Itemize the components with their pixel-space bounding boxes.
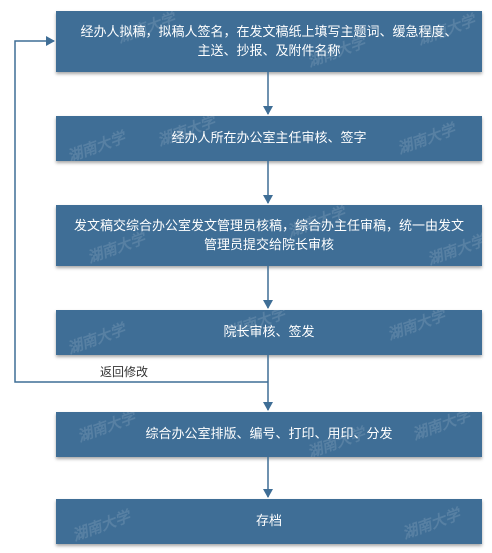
step-box-manuscript-check: 湖南大学 湖南大学 湖南大学 发文稿交综合办公室发文管理员核稿，综合办主任审稿，… <box>56 205 482 266</box>
step-box-office-director-review: 湖南大学 湖南大学 湖南大学 经办人所在办公室主任审核、签字 <box>56 116 482 161</box>
step-label: 存档 <box>255 514 282 529</box>
step-label: 经办人拟稿，拟稿人签名，在发文稿纸上填写主题词、缓急程度、主送、抄报、及附件名称 <box>80 24 458 59</box>
step-box-draft: 湖南大学 湖南大学 湖南大学 经办人拟稿，拟稿人签名，在发文稿纸上填写主题词、缓… <box>56 11 482 72</box>
step-box-archive: 湖南大学 湖南大学 存档 <box>56 499 482 544</box>
step-label: 发文稿交综合办公室发文管理员核稿，综合办主任审稿，统一由发文管理员提交给院长审核 <box>74 218 465 253</box>
return-loop-label: 返回修改 <box>100 365 149 379</box>
step-label: 院长审核、签发 <box>223 325 315 340</box>
step-box-typeset-distribute: 湖南大学 湖南大学 湖南大学 综合办公室排版、编号、打印、用印、分发 <box>56 412 482 457</box>
step-label: 综合办公室排版、编号、打印、用印、分发 <box>145 427 393 442</box>
step-label: 经办人所在办公室主任审核、签字 <box>171 131 367 146</box>
return-loop-arrow <box>14 36 268 383</box>
step-box-president-approval: 湖南大学 湖南大学 湖南大学 院长审核、签发 <box>56 310 482 355</box>
